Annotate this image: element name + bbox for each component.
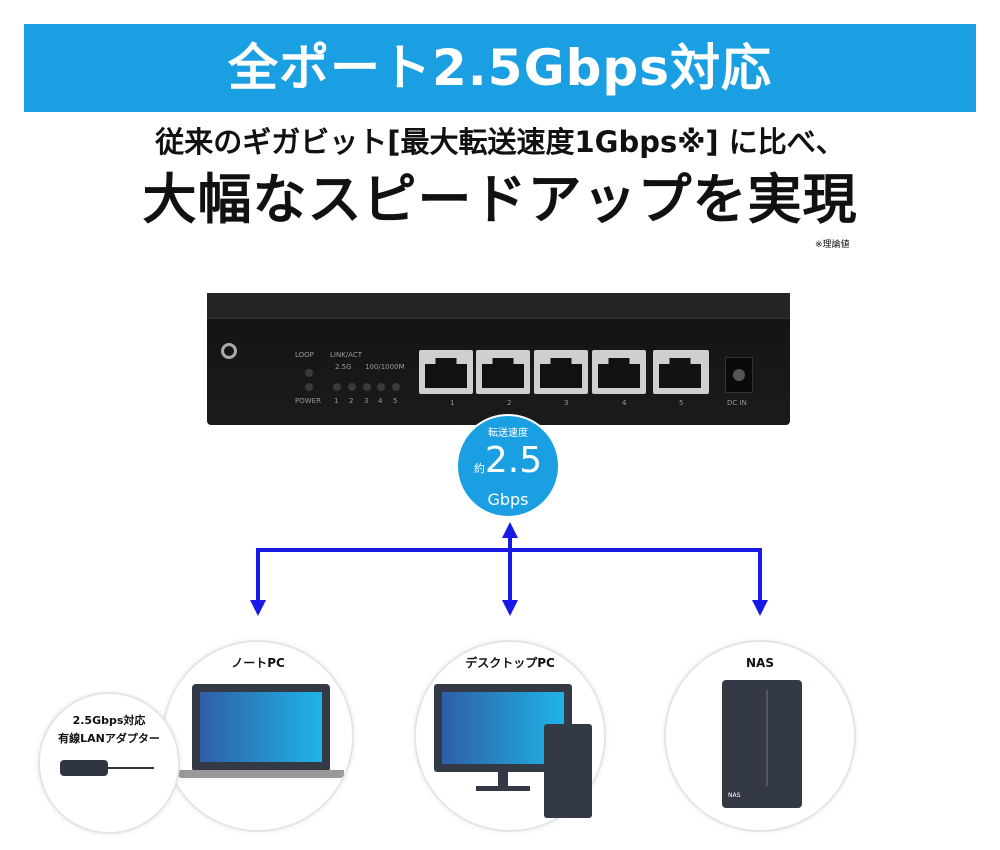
dc-in-label: DC IN (727, 399, 747, 407)
headline-line2: 大幅なスピードアップを実現 (142, 168, 858, 231)
power-label: POWER (295, 397, 321, 405)
speed-label: 転送速度 (488, 428, 528, 439)
lan-adapter-icon (60, 760, 108, 776)
power-led (305, 383, 313, 391)
ethernet-port-4 (592, 350, 646, 394)
port-number: 4 (622, 399, 627, 407)
led-number: 2 (349, 397, 354, 405)
loop-label: LOOP (295, 351, 314, 359)
speed-unit: Gbps (487, 490, 529, 509)
port-led (377, 383, 385, 391)
link-act-label: LINK/ACT (330, 351, 362, 359)
banner-title: 全ポート2.5Gbps対応 (228, 39, 772, 97)
speed-prefix: 約 (473, 462, 485, 475)
tower-pc-icon (544, 724, 592, 818)
dc-in-jack (725, 357, 753, 393)
desktop-circle: デスクトップPC (414, 640, 606, 832)
led-number: 1 (334, 397, 339, 405)
port-number: 1 (450, 399, 455, 407)
nas-label: NAS (746, 656, 774, 670)
nas-circle: NAS NAS (664, 640, 856, 832)
footnote: ※理論値 (815, 240, 850, 250)
nas-icon: NAS (722, 680, 802, 808)
speed-bubble: 転送速度 約2.5 Gbps (456, 414, 560, 518)
adapter-label-2: 有線LANアダプター (58, 732, 160, 745)
nas-badge: NAS (728, 792, 741, 799)
laptop-circle: ノートPC (162, 640, 354, 832)
laptop-label: ノートPC (231, 656, 285, 670)
switch-top (207, 293, 790, 319)
led-number: 5 (393, 397, 398, 405)
port-number: 2 (507, 399, 512, 407)
brand-logo-icon (221, 343, 237, 359)
port-number: 5 (679, 399, 684, 407)
led-number: 4 (378, 397, 383, 405)
network-switch: LOOP LINK/ACT 2.5G 100/1000M POWER 1 2 3… (207, 293, 790, 425)
desktop-label: デスクトップPC (465, 656, 555, 670)
adapter-circle: 2.5Gbps対応 有線LANアダプター (38, 692, 180, 834)
port-led (392, 383, 400, 391)
laptop-icon (192, 684, 330, 772)
ethernet-port-1 (419, 350, 473, 394)
port-number: 3 (564, 399, 569, 407)
loop-led (305, 369, 313, 377)
port-led (348, 383, 356, 391)
port-led (363, 383, 371, 391)
ethernet-port-2 (476, 350, 530, 394)
title-banner: 全ポート2.5Gbps対応 (24, 24, 976, 112)
ethernet-port-3 (534, 350, 588, 394)
ethernet-port-5 (653, 350, 709, 394)
led-number: 3 (364, 397, 369, 405)
speed-2-5g-label: 2.5G (335, 363, 352, 371)
adapter-label-1: 2.5Gbps対応 (72, 714, 146, 727)
speed-value: 2.5 (484, 440, 543, 481)
headline-line1: 従来のギガビット[最大転送速度1Gbps※] に比べ、 (155, 125, 845, 159)
port-led (333, 383, 341, 391)
speed-100-1000-label: 100/1000M (365, 363, 405, 371)
